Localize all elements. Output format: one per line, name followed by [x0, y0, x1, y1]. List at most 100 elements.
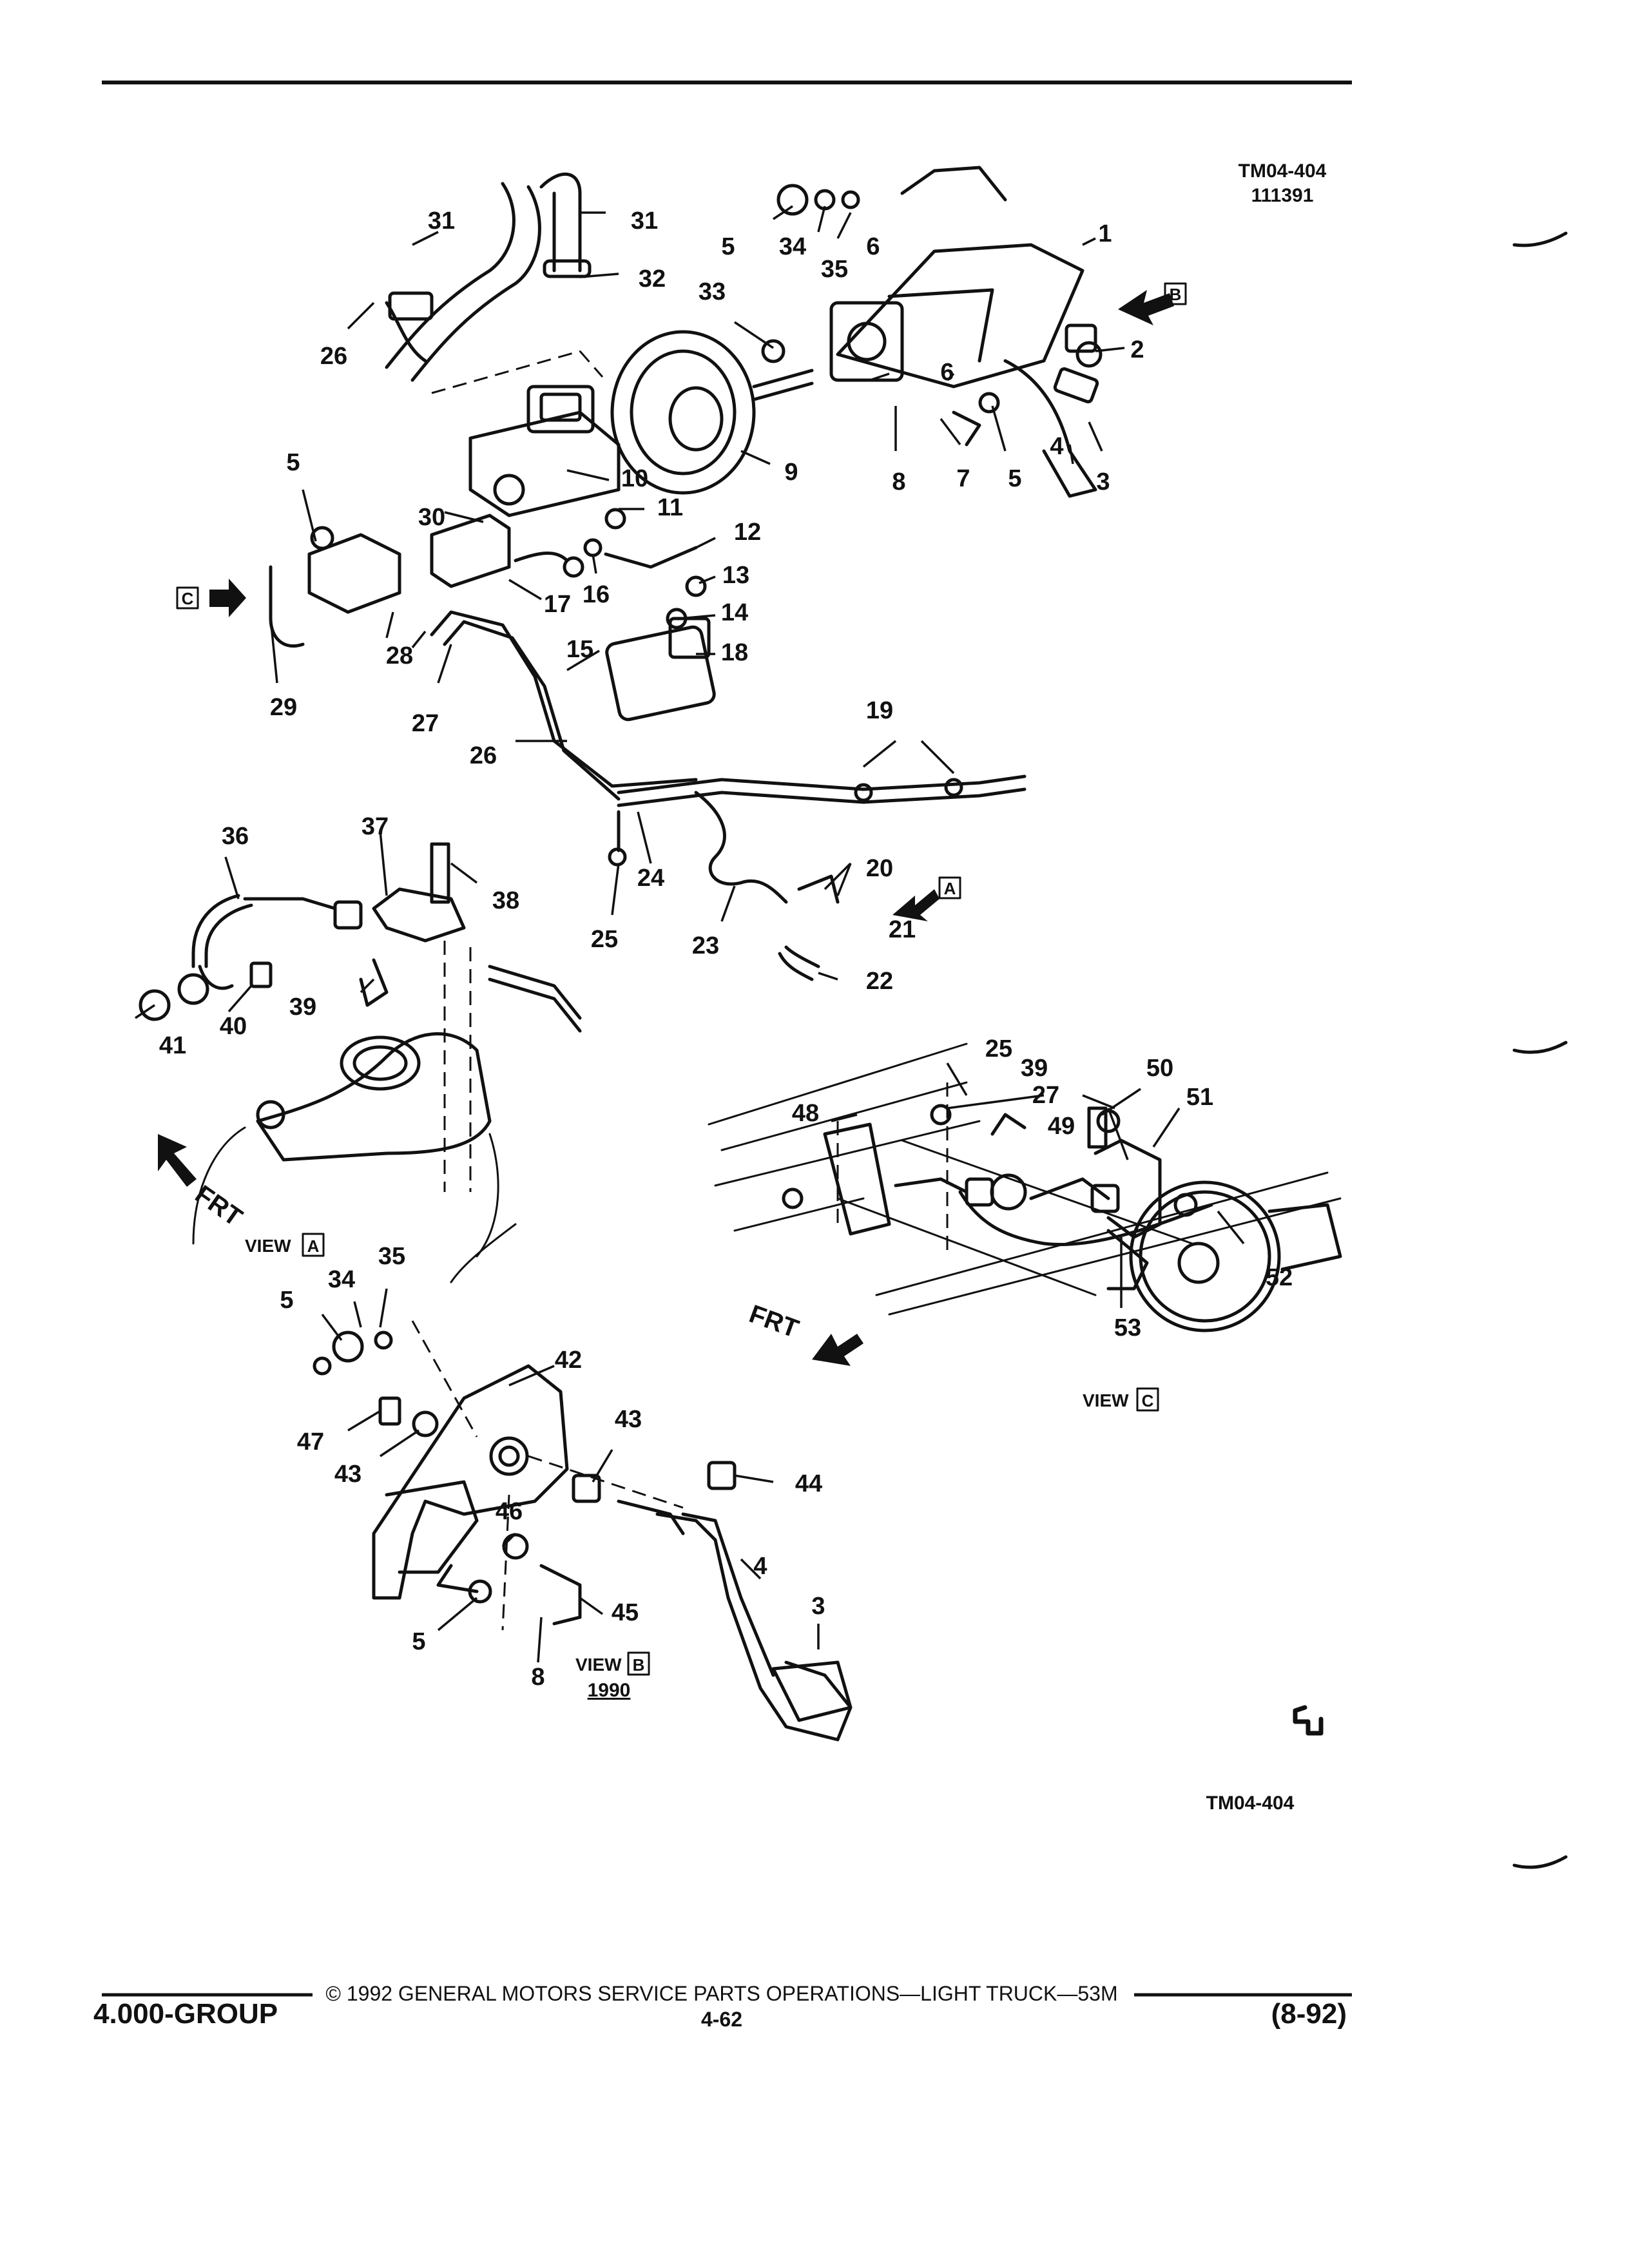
frt-arrow-c: FRT: [746, 1300, 863, 1366]
callout: 43: [334, 1461, 361, 1488]
svg-text:VIEW: VIEW: [245, 1236, 291, 1256]
view-c-assembly: [708, 1043, 1342, 1332]
vacuum-hose-assembly: [385, 172, 604, 394]
callout: 14: [721, 599, 748, 626]
callout: 38: [492, 887, 519, 914]
callout: 32: [639, 265, 666, 293]
callout: 5: [412, 1628, 425, 1655]
callout: 4: [1050, 433, 1063, 460]
callout: 28: [386, 642, 413, 669]
svg-text:C: C: [1142, 1391, 1154, 1410]
callout: 17: [544, 591, 571, 618]
callout: 3: [1096, 468, 1110, 495]
arrow-c-letter: C: [182, 589, 194, 608]
callout: 37: [361, 813, 389, 840]
callout: 11: [657, 494, 683, 521]
callout: 36: [222, 823, 249, 850]
callout: 24: [637, 865, 664, 892]
svg-text:VIEW: VIEW: [575, 1655, 622, 1675]
bottom-ref-code: TM04-404: [1206, 1792, 1295, 1814]
pedal-bracket-upper: [829, 166, 1103, 498]
callout: 6: [940, 359, 954, 386]
callout: 12: [734, 519, 761, 546]
master-cylinder: [468, 385, 621, 517]
brake-pipes: [430, 610, 1027, 981]
callout: 7: [956, 465, 970, 492]
callout: 26: [470, 742, 497, 769]
footer-group: 4.000-GROUP: [93, 1998, 278, 2030]
callout: 27: [412, 710, 439, 737]
view-a-label: VIEW A: [245, 1233, 325, 1257]
callout: 47: [297, 1428, 324, 1456]
callout: 46: [496, 1498, 523, 1525]
callout: 50: [1146, 1055, 1173, 1082]
callout: 5: [1008, 465, 1021, 492]
callout: 34: [779, 233, 806, 260]
callout: 1: [1098, 220, 1112, 247]
callout: 8: [892, 468, 905, 495]
callout: 2: [1130, 336, 1144, 363]
callout: 15: [566, 636, 593, 663]
callout: 31: [428, 207, 455, 235]
callout-numbers: 1 2 3 4 5 34 35 6 6 7 5 8 9 10 11 12 13 …: [159, 207, 1293, 1691]
footer-copyright: © 1992 GENERAL MOTORS SERVICE PARTS OPER…: [325, 1982, 1117, 2005]
callout: 42: [555, 1347, 582, 1374]
svg-text:VIEW: VIEW: [1083, 1390, 1129, 1410]
callout: 5: [286, 449, 300, 476]
svg-text:1990: 1990: [588, 1680, 631, 1701]
view-b-label: VIEW B 1990: [575, 1651, 650, 1701]
callout: 9: [784, 459, 798, 486]
svg-text:B: B: [633, 1655, 645, 1675]
callout: 22: [866, 968, 893, 995]
view-c-label: VIEW C: [1083, 1387, 1159, 1412]
callout: 21: [889, 916, 916, 943]
callout: 25: [591, 926, 618, 953]
view-arrow-c: C: [176, 579, 246, 617]
callout: 29: [270, 694, 297, 721]
logo-mark: [1293, 1705, 1324, 1736]
small-parts-upper: [583, 184, 1097, 629]
callout: 16: [583, 581, 610, 608]
callout: 45: [612, 1599, 639, 1626]
callout: 52: [1266, 1264, 1293, 1291]
callout: 40: [220, 1013, 247, 1040]
frt-label-c: FRT: [746, 1300, 802, 1343]
callout: 51: [1186, 1084, 1213, 1111]
view-arrow-a: A: [892, 876, 961, 921]
callout: 41: [159, 1032, 186, 1059]
svg-text:A: A: [307, 1236, 320, 1256]
callout: 35: [821, 256, 848, 283]
margin-mark: [1512, 1041, 1568, 1054]
view-a-assembly: [139, 842, 582, 1283]
callout: 8: [531, 1664, 545, 1691]
callout: 3: [811, 1593, 825, 1620]
callout: 20: [866, 855, 893, 882]
callout: 26: [320, 343, 347, 370]
footer-page: 4-62: [701, 2008, 742, 2031]
callout: 35: [378, 1243, 405, 1270]
callout: 13: [722, 562, 749, 589]
callout: 33: [699, 278, 726, 305]
callout: 5: [280, 1287, 293, 1314]
callout: 48: [792, 1100, 819, 1127]
frt-label-a: FRT: [190, 1180, 247, 1232]
callout: 19: [866, 697, 893, 724]
view-b-assembly: [313, 1320, 853, 1742]
callout: 30: [418, 504, 445, 531]
combination-valve: [269, 514, 584, 648]
ref-date: 111391: [1251, 185, 1314, 206]
callout: 43: [615, 1406, 642, 1433]
callout: 10: [621, 465, 648, 492]
leader-lines: [135, 205, 1245, 1663]
callout: 18: [721, 639, 748, 666]
callout: 4: [753, 1553, 767, 1580]
callout: 44: [795, 1470, 822, 1497]
callout: 5: [721, 233, 735, 260]
ebcm-module: [605, 617, 716, 722]
callout: 53: [1114, 1314, 1141, 1341]
footer-date: (8-92): [1271, 1998, 1347, 2030]
brake-booster: [610, 330, 814, 495]
callout: 31: [631, 207, 658, 235]
callout: 34: [328, 1266, 355, 1293]
